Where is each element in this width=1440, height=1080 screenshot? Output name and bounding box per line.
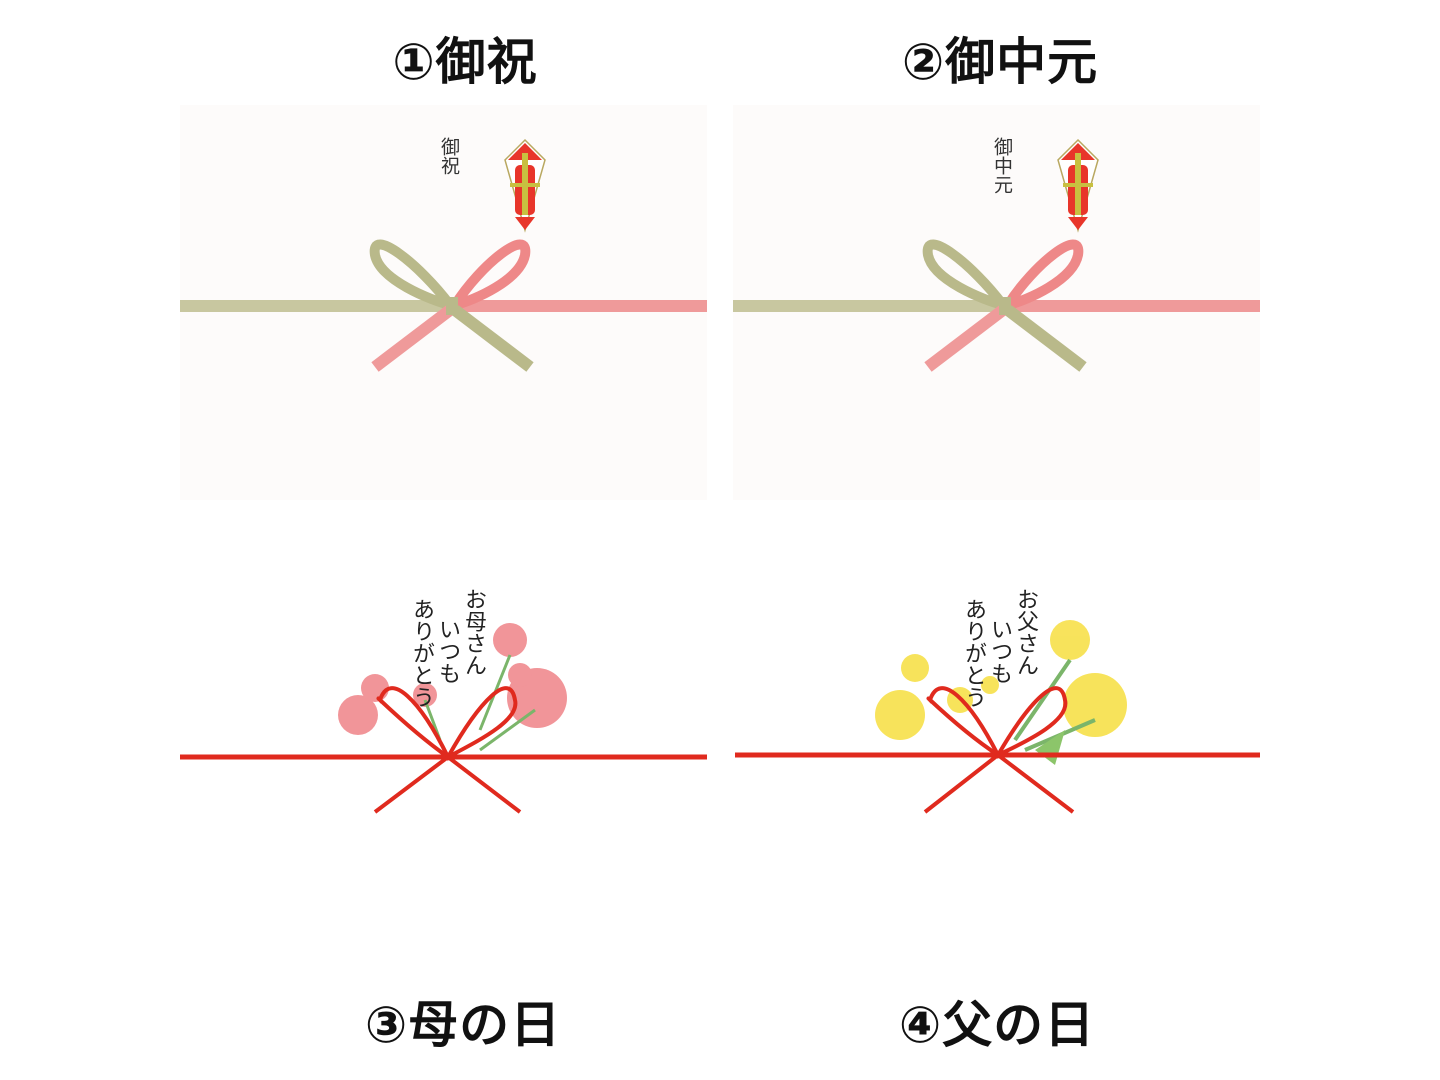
inscription: 御祝 [438, 137, 460, 175]
message-line: お父さん [1013, 588, 1038, 676]
noshi-paper-ochugen: 御中元 [733, 105, 1260, 500]
message: お父さん いつも ありがとう [960, 588, 1038, 708]
noshi-paper-oiwai: 御祝 [180, 105, 707, 500]
mizuhiki-bow-icon [180, 138, 707, 372]
yellow-flower-bow-icon [735, 620, 1260, 814]
noshi-ornament-icon [1057, 138, 1099, 233]
message-line: お母さん [461, 588, 486, 676]
title-oiwai: ①御祝 [392, 33, 538, 91]
inscription: 御中元 [991, 137, 1013, 194]
noshi-paper-fathers-day: お父さん いつも ありがとう [735, 570, 1260, 830]
message-line: ありがとう [409, 598, 434, 708]
title-mothers-day: ③母の日 [364, 996, 562, 1054]
title-ochugen: ②御中元 [901, 33, 1099, 91]
title-fathers-day: ④父の日 [898, 996, 1096, 1054]
message-line: いつも [987, 618, 1012, 684]
noshi-paper-mothers-day: お母さん いつも ありがとう [180, 570, 707, 830]
mizuhiki-bow-icon [733, 138, 1260, 372]
message-line: いつも [435, 618, 460, 684]
message: お母さん いつも ありがとう [408, 588, 486, 708]
message-line: ありがとう [961, 598, 986, 708]
carnation-bow-icon [180, 623, 707, 814]
noshi-ornament-icon [504, 138, 546, 233]
